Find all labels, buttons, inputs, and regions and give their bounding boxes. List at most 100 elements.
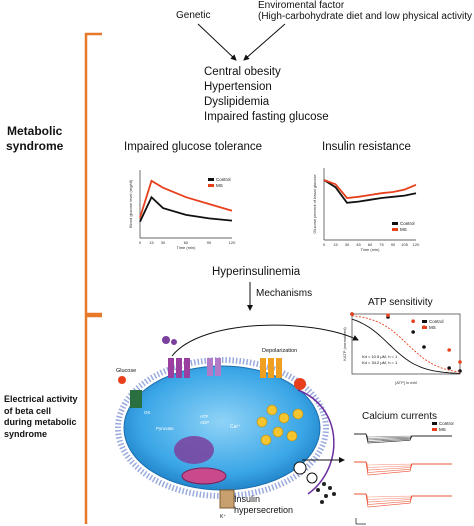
x-tick-label: 15 [149,240,154,245]
y-axis-label: Glucose percent of basal glucose [312,174,317,234]
insulin-granules [256,404,304,446]
secretion-vesicles [293,461,336,504]
atp-sensitivity-title: ATP sensitivity [368,297,433,308]
data-point [386,313,390,317]
igt-title: Impaired glucose tolerance [124,141,263,153]
legend-label: Control [439,422,454,426]
x-tick-label: 30 [345,242,350,247]
svg-text:ATP: ATP [200,414,208,419]
environmental-factor-label: Enviromental factor [258,0,345,11]
series-line-ms [139,179,233,218]
data-point [447,348,451,352]
series-line-control [323,179,417,204]
x-tick-label: 90 [391,242,396,247]
calcium-currents-title: Calcium currents [362,411,438,422]
condition-impaired-fasting-glucose: Impaired fasting glucose [204,111,329,123]
kv-channel [207,358,221,376]
electrical-bracket [84,314,102,524]
x-tick-label: 0 [323,242,326,247]
current-trace [354,493,452,508]
legend-swatch [208,178,214,181]
series-line-ms [323,179,417,199]
genetic-label: Genetic [176,10,211,21]
mechanisms-label: Mechanisms [256,288,313,299]
metabolic-bracket [84,32,102,316]
calcium-arrow [302,457,345,463]
legend-label: Control [429,319,444,324]
plot-frame [351,313,461,375]
legend-swatch [392,222,398,225]
legend-label: MS [439,427,446,432]
svg-text:Pyruvate: Pyruvate [156,426,174,431]
legend-swatch [208,184,214,187]
depolarization-ion [294,378,306,390]
x-axis-label: [ATP] in mM [395,380,417,385]
current-trace [354,433,452,442]
x-tick-label: 45 [356,242,361,247]
legend-label: MS [400,227,407,232]
legend-label: Control [400,221,415,226]
bottom-channel [219,489,235,509]
current-trace [354,493,452,498]
legend-swatch [392,228,398,231]
metabolic-line2: syndrome [6,139,64,153]
current-trace [354,433,452,438]
current-trace [354,461,452,466]
x-tick-label: 105 [401,242,408,247]
insulin-line2: hypersecretion [234,505,294,515]
data-point [411,330,415,334]
fit-curve-control [351,318,461,374]
data-point [447,366,451,370]
legend-swatch [432,428,437,431]
series-line-control [139,195,233,223]
electrical-line3: during metabolic [4,417,77,427]
metabolic-syndrome-label: Metabolic syndrome [6,124,63,154]
legend-label: MS [216,183,223,188]
kd-control: Kd = 10.5 µM, h = 1 [362,354,398,359]
x-tick-label: 75 [379,242,384,247]
x-tick-label: 120 [229,240,236,245]
current-trace [354,461,452,476]
x-tick-label: 120 [413,242,420,247]
condition-central-obesity: Central obesity [204,66,281,78]
glut-transporter [130,390,142,408]
y-axis-label: KATP (normalized) [342,327,347,361]
metabolic-line1: Metabolic [7,124,63,138]
x-axis-label: Time (min) [177,245,197,250]
x-tick-label: 15 [333,242,338,247]
legend-swatch [422,320,427,323]
legend-label: MS [429,325,436,330]
data-point [411,319,415,323]
nucleus [174,436,214,464]
y-axis-label: Blood glucose level (mg/dl) [128,179,133,228]
insulin-line1: Insulin [234,494,261,504]
svg-text:ADP: ADP [200,420,209,425]
svg-text:Depolarization: Depolarization [262,348,297,354]
x-tick-label: 60 [184,240,189,245]
svg-text:Glucose: Glucose [116,368,136,374]
x-tick-label: 90 [207,240,212,245]
data-point [350,312,354,316]
katp-channel [168,358,190,378]
mechanisms-arrow [247,282,253,311]
x-tick-label: 0 [139,240,142,245]
legend-swatch [422,326,427,329]
x-tick-label: 30 [161,240,166,245]
x-tick-label: 60 [368,242,373,247]
beta-cell-diagram: Glucose Depolarization GK Pyruvate ATP A… [115,324,359,520]
condition-dyslipidemia: Dyslipidemia [204,96,270,108]
data-point [422,345,426,349]
mitochondrion [181,467,227,485]
data-point [458,360,462,364]
condition-hypertension: Hypertension [204,81,272,93]
electrical-line2: of beta cell [4,405,52,416]
calcium-channel [260,358,282,378]
electrical-activity-label: Electrical activity of beta cell during … [4,394,78,440]
electrical-line4: syndrome [4,428,48,439]
top-arrows [197,23,286,61]
current-trace [354,433,452,444]
